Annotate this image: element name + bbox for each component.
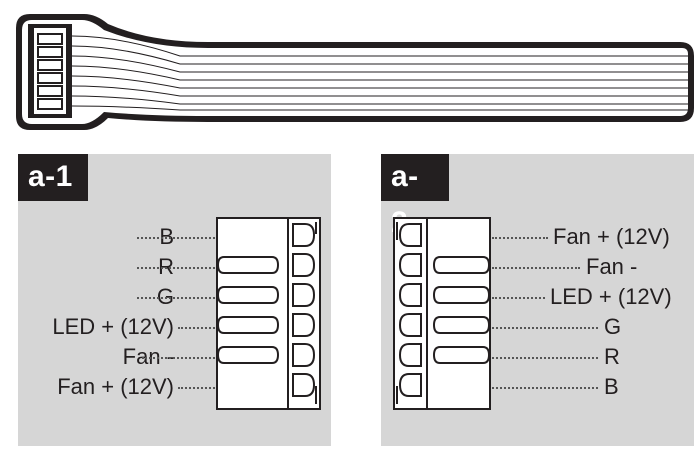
cable-illustration (16, 14, 694, 130)
a2-leader-6 (492, 387, 598, 389)
a1-leader-5 (142, 357, 215, 359)
a2-leader-5 (492, 357, 598, 359)
panel-a1: a-1 B R G LED + (12V) Fan - Fan + (12V) (18, 154, 331, 446)
connector-a1 (216, 217, 321, 410)
panel-a1-tag: a-1 (18, 154, 88, 201)
a1-pin-6-label: Fan + (12V) (57, 374, 174, 399)
a2-pin-2-label: Fan - (586, 254, 638, 279)
a1-pin-5-label: Fan - (122, 344, 174, 369)
a1-pin-4-label: LED + (12V) (52, 314, 174, 339)
connector-a2 (393, 217, 491, 410)
a1-pin-1-label: B (159, 224, 174, 249)
a1-pin-3-label: G (156, 284, 174, 309)
a1-leader-3 (137, 297, 215, 299)
a2-leader-1 (492, 237, 548, 239)
a2-leader-2 (492, 267, 580, 269)
a1-leader-6 (178, 387, 215, 389)
a1-leader-2 (137, 267, 215, 269)
a2-leader-4 (492, 327, 598, 329)
a1-leader-1 (137, 237, 215, 239)
a2-pin-6-label: B (604, 374, 619, 399)
a1-pin-2-label: R (158, 254, 174, 279)
a2-pin-3-label: LED + (12V) (550, 284, 672, 309)
a2-leader-3 (492, 297, 545, 299)
panel-a2: a-2 Fan + (12V) Fan - LED + (12V) G R B (381, 154, 694, 446)
cable-wires (71, 35, 688, 111)
a2-pin-1-label: Fan + (12V) (553, 224, 670, 249)
a2-pin-4-label: G (604, 314, 622, 339)
connector-slots (37, 33, 63, 110)
a1-leader-4 (178, 327, 215, 329)
a2-pin-5-label: R (604, 344, 620, 369)
